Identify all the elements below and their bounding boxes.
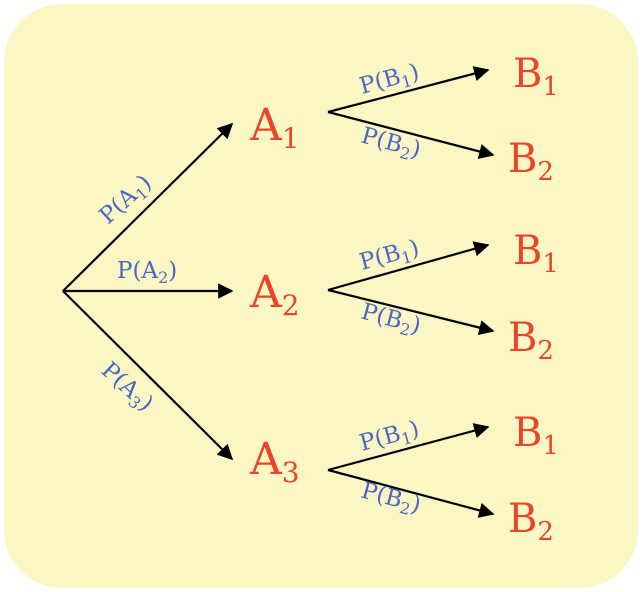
- diagram-card: [4, 4, 638, 588]
- node-a3-b1-subscript: 1: [542, 431, 559, 461]
- prob-a3-b2-label: P(B2): [358, 478, 424, 522]
- prob-a1-b2-label-text: P(B: [358, 123, 405, 159]
- node-a2-b1-letter: B: [513, 228, 542, 274]
- node-a3: A3: [249, 434, 300, 489]
- node-a1-b2-subscript: 2: [537, 157, 554, 187]
- edge-a3-to-b1: [327, 423, 490, 472]
- node-a1-b2-letter: B: [508, 136, 537, 182]
- prob-a1-b1-label: P(B1): [357, 59, 423, 103]
- node-a2-b2-letter: B: [508, 315, 537, 361]
- node-a3-b2: B2: [508, 496, 554, 547]
- prob-a2-label-text: P(A: [117, 258, 158, 284]
- edge-root-to-a3: [62, 290, 234, 461]
- prob-a2-b1-label-subscript: 1: [399, 247, 414, 268]
- prob-a1-b2-label: P(B2): [358, 123, 424, 167]
- edge-a2-to-b1: [327, 241, 490, 292]
- edges-layer: [62, 66, 495, 518]
- prob-a3-b2-label-close: ): [408, 491, 423, 518]
- node-a1-subscript: 1: [282, 122, 300, 155]
- node-a3-b2-subscript: 2: [537, 517, 554, 547]
- node-a2-subscript: 2: [282, 289, 300, 322]
- prob-a3-b2-label-text: P(B: [358, 478, 405, 514]
- prob-a2-b2-label-subscript: 2: [398, 319, 413, 340]
- prob-a2-b2-label: P(B2): [358, 299, 424, 343]
- node-a3-b1: B1: [513, 410, 559, 461]
- edge-root-to-a1: [62, 122, 234, 292]
- node-a2-b1: B1: [513, 228, 559, 279]
- node-a1-b2: B2: [508, 136, 554, 187]
- edge-a1-to-b2: [327, 110, 495, 159]
- node-a2-b2: B2: [508, 315, 554, 366]
- node-a2-letter: A: [249, 267, 283, 318]
- prob-a3-label: P(A3): [94, 357, 158, 419]
- node-a2: A2: [249, 267, 300, 322]
- node-a2-b2-subscript: 2: [537, 336, 554, 366]
- prob-a3-b1-label-subscript: 1: [399, 428, 414, 449]
- prob-a3-b2-label-subscript: 2: [398, 498, 413, 519]
- prob-a1-b1-label-subscript: 1: [399, 71, 414, 92]
- node-a3-b1-letter: B: [513, 410, 542, 456]
- node-a1-b1-subscript: 1: [542, 72, 559, 102]
- edge-a3-to-b2: [327, 468, 495, 518]
- prob-a2-b2-label-close: ): [408, 312, 423, 339]
- prob-a2-label-close: ): [168, 258, 177, 284]
- labels-layer: P(A1)A1P(B1)B1P(B2)B2P(A2)A2P(B1)B1P(B2)…: [94, 51, 559, 547]
- node-a3-subscript: 3: [282, 456, 300, 489]
- prob-a1-label: P(A1): [95, 170, 159, 232]
- node-a1-b1: B1: [513, 51, 559, 102]
- node-a2-b1-subscript: 1: [542, 249, 559, 279]
- node-a3-letter: A: [249, 434, 283, 485]
- edge-a1-to-b1: [327, 66, 490, 114]
- edge-a2-to-b2: [327, 288, 495, 336]
- prob-a1-b2-label-close: ): [408, 136, 423, 163]
- node-a3-b2-letter: B: [508, 496, 537, 542]
- prob-a2-label-subscript: 2: [158, 268, 168, 287]
- node-a1-b1-letter: B: [513, 51, 542, 97]
- prob-a2-b2-label-text: P(B: [358, 299, 405, 335]
- node-a1: A1: [249, 100, 300, 155]
- node-a1-letter: A: [249, 100, 283, 151]
- prob-a2-label: P(A2): [117, 258, 177, 287]
- prob-a1-b2-label-subscript: 2: [398, 143, 413, 164]
